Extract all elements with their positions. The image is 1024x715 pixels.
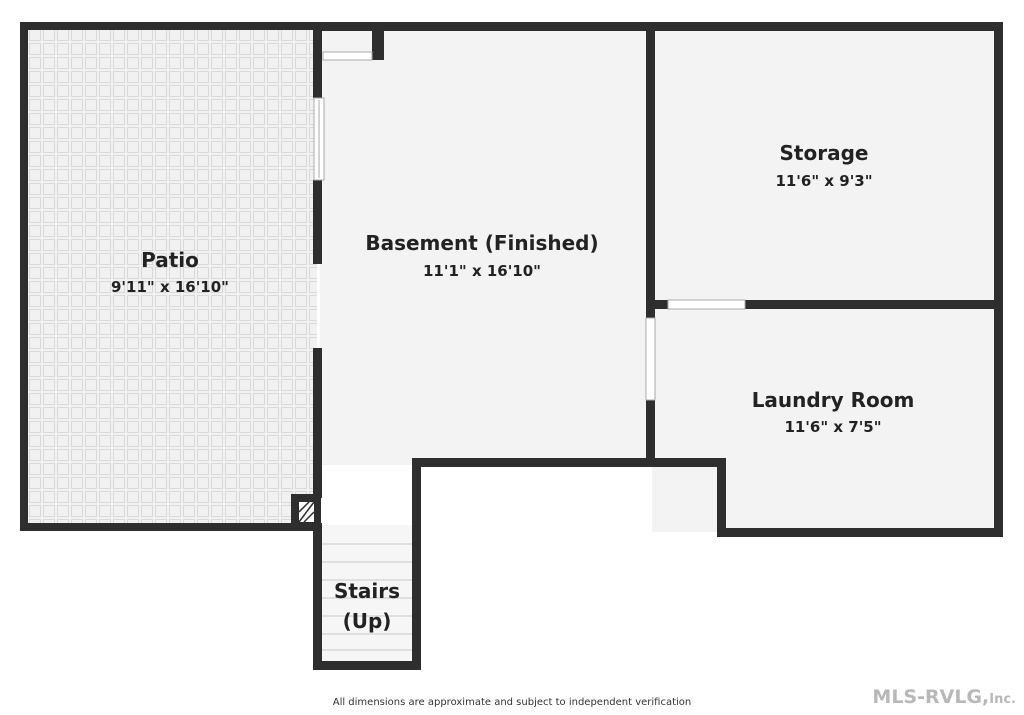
basement-dims: 11'1" x 16'10" [423,262,541,280]
patio-name: Patio [141,248,199,272]
stairs-name-line2: (Up) [343,609,392,633]
storage-name: Storage [780,141,869,165]
basement-name: Basement (Finished) [365,231,598,255]
stairs-area [318,525,418,667]
watermark-logo: MLS-RVLG,Inc. [872,686,1016,708]
post-block [291,494,321,530]
watermark-suffix: Inc. [989,692,1016,707]
laundry-name: Laundry Room [752,388,915,412]
storage-dims: 11'6" x 9'3" [775,172,872,190]
laundry-area [652,306,996,532]
stairs-name-line1: Stairs [334,579,400,603]
laundry-dims: 11'6" x 7'5" [784,418,881,436]
disclaimer-text: All dimensions are approximate and subje… [332,697,692,708]
basement-area [320,28,650,465]
storage-area [652,28,996,304]
patio-area [20,22,320,531]
patio-dims: 9'11" x 16'10" [111,278,229,296]
watermark-text: MLS-RVLG, [872,686,990,708]
windows [313,51,746,401]
walls [313,22,1003,670]
